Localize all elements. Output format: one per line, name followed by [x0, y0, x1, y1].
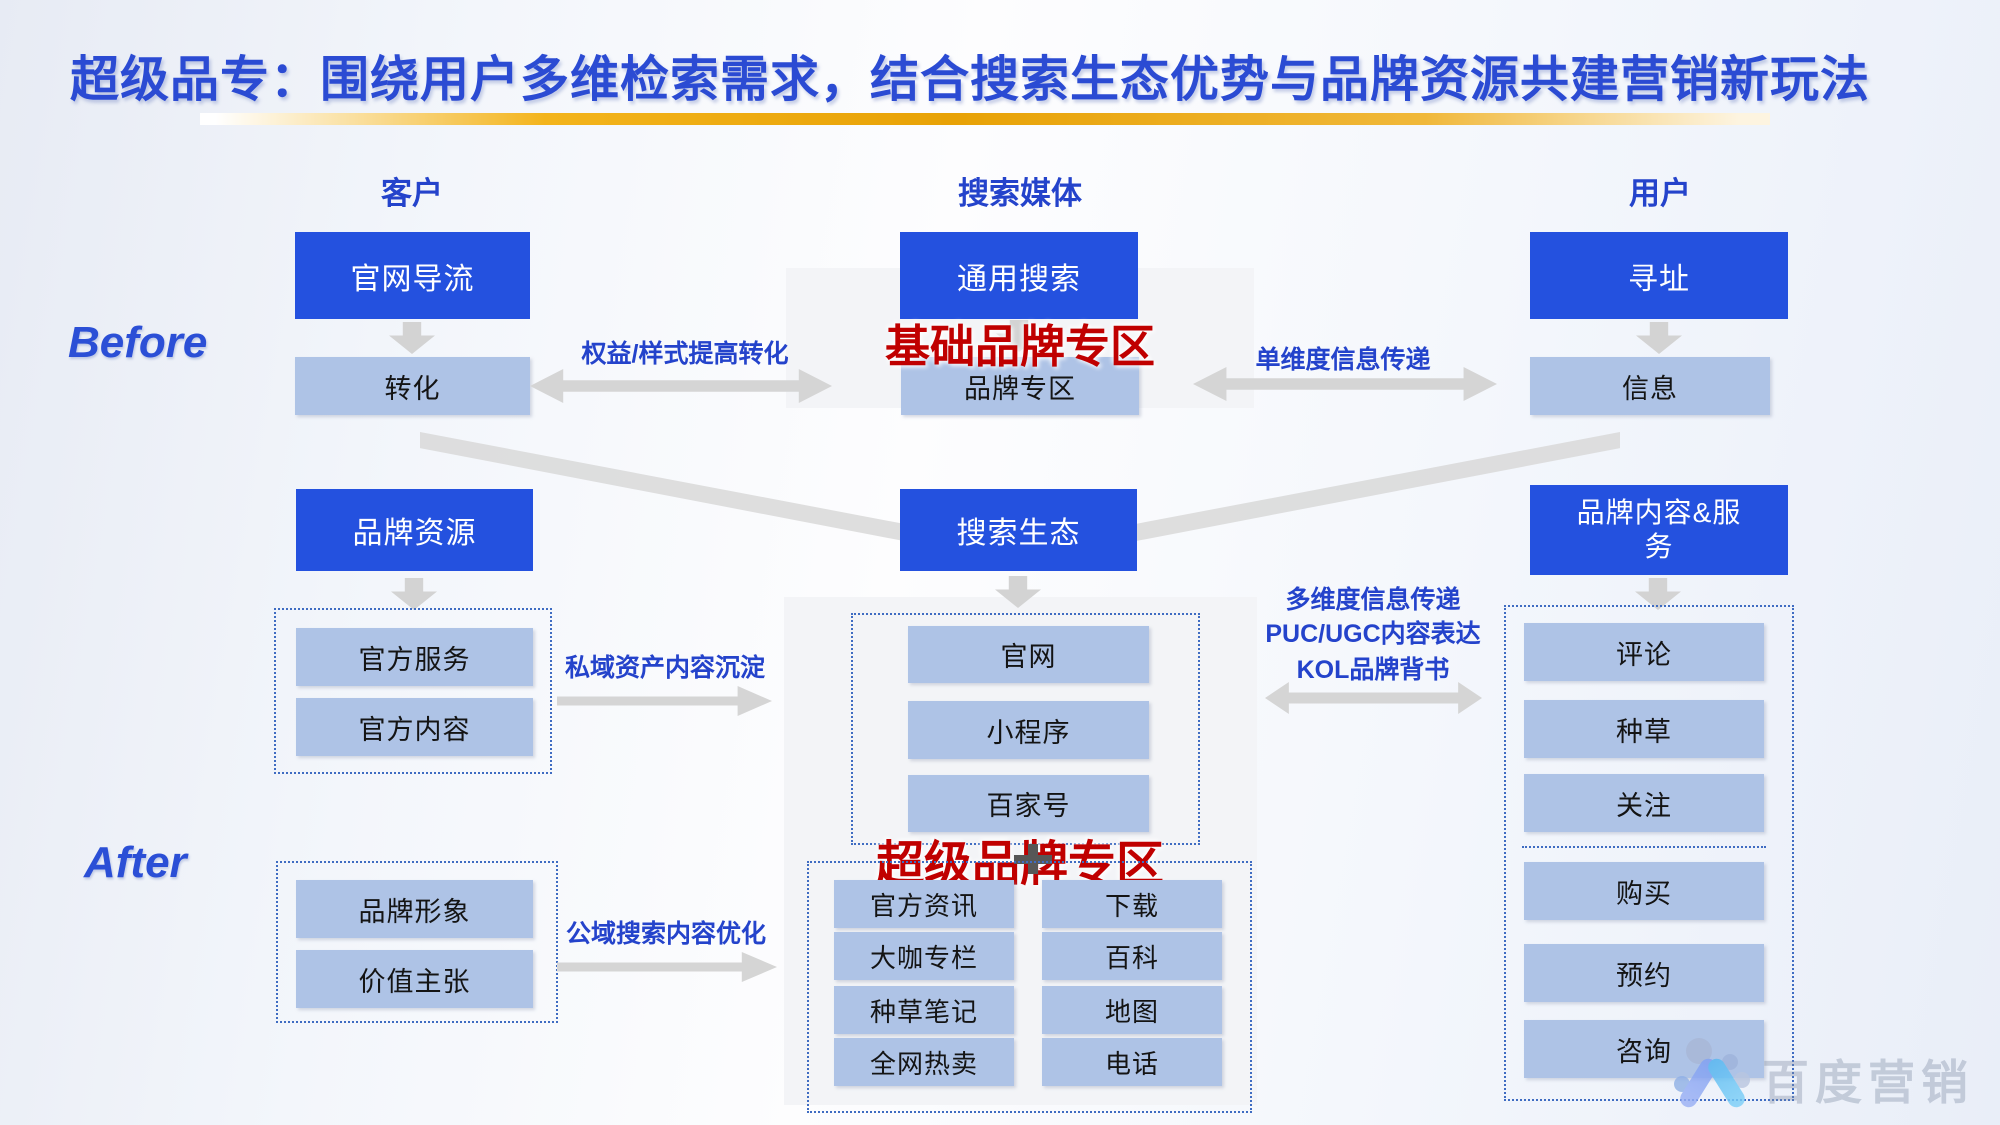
baike-box: 百科 — [1042, 932, 1222, 980]
title-underline-bar — [200, 113, 1770, 125]
brand-content-service-box: 品牌内容&服务 — [1530, 485, 1788, 575]
before-right-arrow-label: 单维度信息传递 — [1255, 346, 1431, 374]
before-customer-bottom-box: 转化 — [295, 357, 530, 415]
baidu-marketing-logo-icon — [1672, 1030, 1772, 1111]
search-ecosystem-box: 搜索生态 — [900, 489, 1137, 571]
before-left-arrow-label: 权益/样式提高转化 — [581, 340, 789, 368]
before-user-top-box: 寻址 — [1530, 232, 1788, 319]
super-brand-zone-group — [807, 861, 1252, 1113]
multi-arrow-label-3: KOL品牌背书 — [1296, 656, 1450, 684]
multi-arrow-label-1: 多维度信息传递 — [1285, 586, 1461, 614]
double-arrow-icon — [1265, 682, 1482, 714]
before-media-top-box: 通用搜索 — [900, 232, 1138, 319]
after-label: After — [84, 838, 187, 887]
private-domain-arrow-label: 私域资产内容沉淀 — [564, 654, 765, 682]
expert-column-box: 大咖专栏 — [834, 932, 1014, 980]
brand-image-group — [276, 861, 558, 1023]
baijiahao-box: 百家号 — [908, 775, 1149, 832]
multi-arrow-label-2: PUC/UGC内容表达 — [1265, 620, 1481, 648]
official-site-box: 官网 — [908, 626, 1149, 683]
brand-resources-group — [274, 608, 552, 774]
before-label: Before — [68, 318, 208, 367]
brand-image-box: 品牌形象 — [296, 880, 533, 938]
search-eco-group — [851, 613, 1200, 845]
hot-sale-box: 全网热卖 — [834, 1038, 1014, 1086]
down-arrow-icon — [391, 578, 437, 610]
column-header-customer: 客户 — [381, 176, 443, 211]
map-box: 地图 — [1042, 986, 1222, 1034]
right-arrow-icon — [557, 952, 777, 982]
down-arrow-icon — [389, 322, 435, 354]
column-header-user: 用户 — [1629, 176, 1691, 211]
purchase-box: 购买 — [1524, 862, 1764, 920]
official-service-box: 官方服务 — [296, 628, 533, 686]
right-arrow-icon — [557, 686, 772, 716]
comments-box: 评论 — [1524, 623, 1764, 681]
page-title: 超级品专：围绕用户多维检索需求，结合搜索生态优势与品牌资源共建营销新玩法 — [70, 53, 1871, 107]
basic-brand-zone-overlay: 基础品牌专区 — [884, 321, 1155, 372]
follow-box: 关注 — [1524, 774, 1764, 832]
down-arrow-icon — [1636, 322, 1682, 354]
column-header-media: 搜索媒体 — [958, 176, 1082, 211]
plus-icon — [1028, 844, 1038, 874]
brand-resources-box: 品牌资源 — [296, 489, 533, 571]
phone-box: 电话 — [1042, 1038, 1222, 1086]
brand-content-service-label: 品牌内容&服务 — [1576, 497, 1742, 562]
before-media-bottom-box: 品牌专区 — [901, 357, 1139, 415]
dashed-divider — [1522, 846, 1766, 848]
before-user-bottom-box: 信息 — [1530, 357, 1770, 415]
before-customer-top-box: 官网导流 — [295, 232, 530, 319]
seeding-box: 种草 — [1524, 700, 1764, 758]
reservation-box: 预约 — [1524, 944, 1764, 1002]
official-content-box: 官方内容 — [296, 698, 533, 756]
baidu-marketing-watermark: 百度营销 — [1762, 1056, 1974, 1109]
brand-content-group — [1504, 605, 1794, 1101]
value-proposition-box: 价值主张 — [296, 950, 533, 1008]
mini-program-box: 小程序 — [908, 701, 1149, 759]
official-news-box: 官方资讯 — [834, 880, 1014, 928]
public-domain-arrow-label: 公域搜索内容优化 — [565, 920, 766, 948]
download-box: 下载 — [1042, 880, 1222, 928]
seeding-notes-box: 种草笔记 — [834, 986, 1014, 1034]
